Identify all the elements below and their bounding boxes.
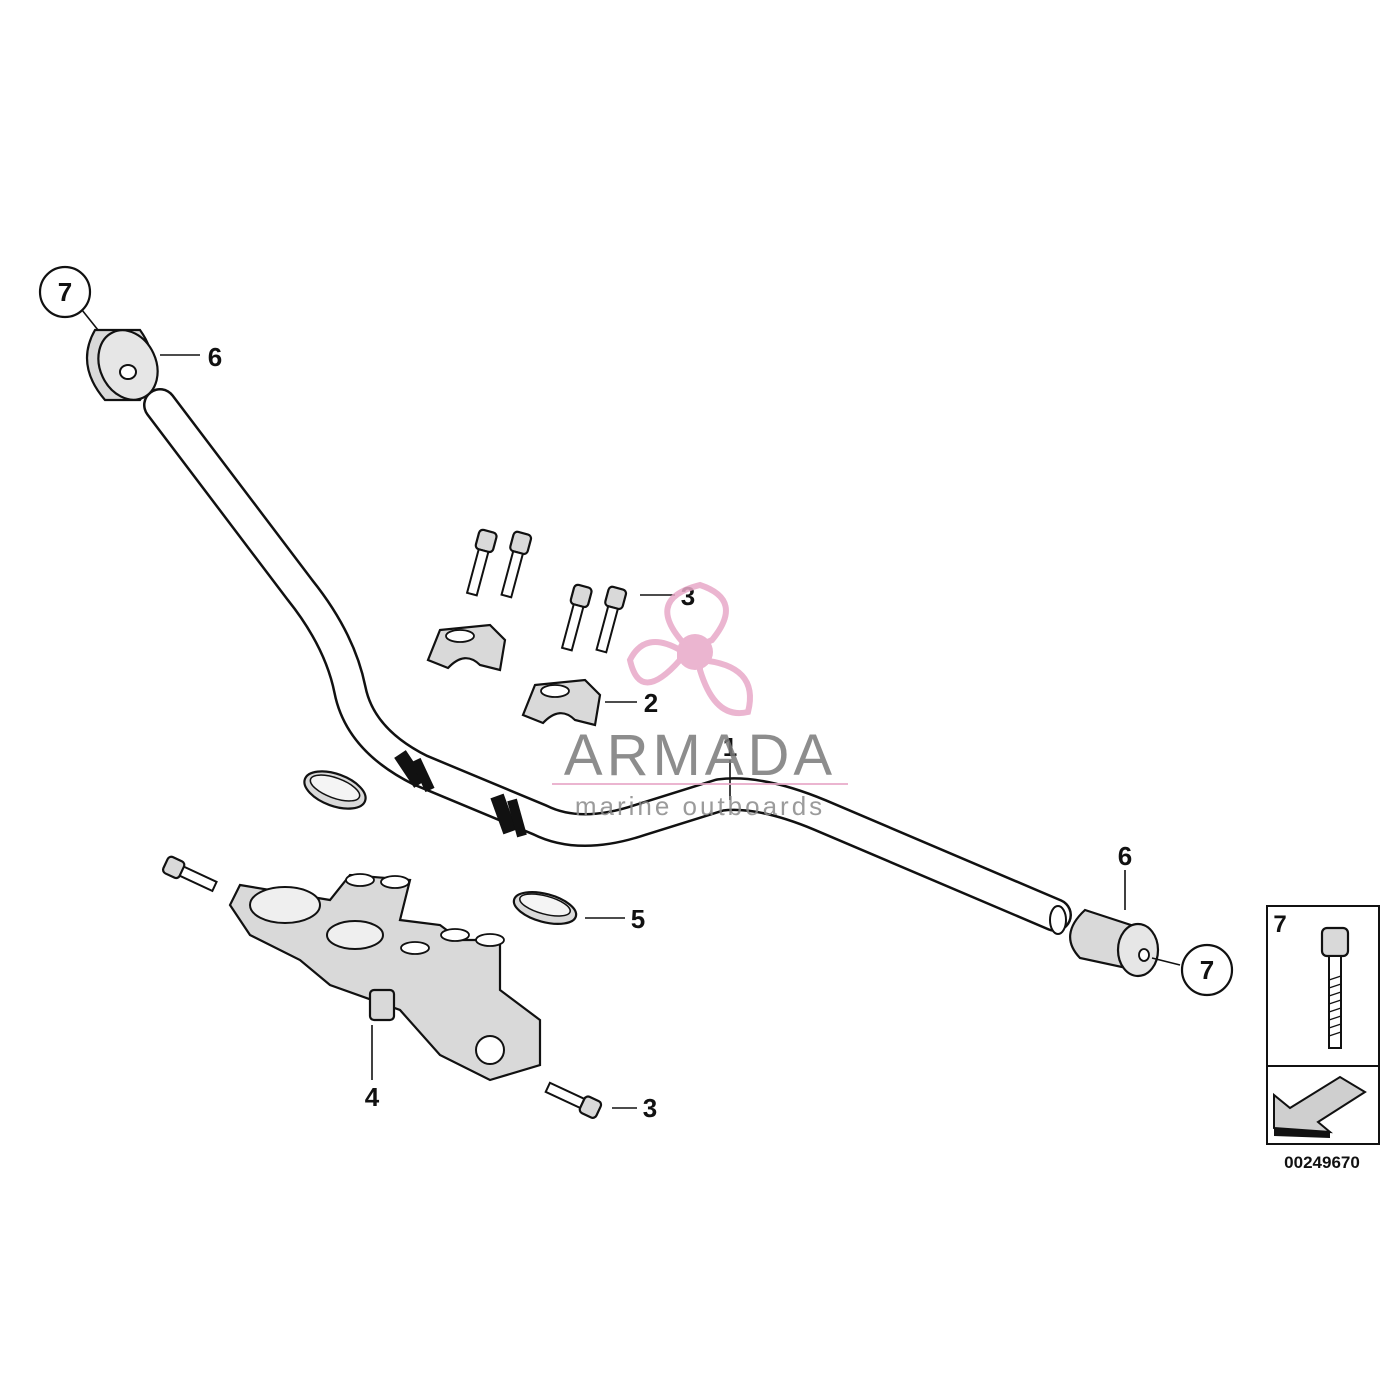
clamp-caps xyxy=(426,623,602,727)
leader-lines xyxy=(81,309,1181,1109)
lower-bolt-right xyxy=(544,1081,603,1119)
watermark: ARMADA marine outboards xyxy=(552,581,848,821)
callout-6-left: 6 xyxy=(208,342,222,372)
arrow-icon xyxy=(1273,1075,1367,1138)
propeller-logo xyxy=(626,581,753,717)
inset-bolt xyxy=(1320,926,1350,1049)
callout-4: 4 xyxy=(365,1082,380,1112)
callout-6-right: 6 xyxy=(1118,841,1132,871)
inset-box xyxy=(1266,905,1380,1145)
part-number: 00249670 xyxy=(1284,1153,1360,1172)
watermark-title: ARMADA xyxy=(564,723,836,788)
callout-3-bottom: 3 xyxy=(643,1093,657,1123)
callout-2: 2 xyxy=(644,688,658,718)
callout-1: 1 xyxy=(723,732,737,762)
handlebar xyxy=(143,388,1072,935)
watermark-subtitle: marine outboards xyxy=(575,791,825,821)
bar-end-weight-right xyxy=(1069,908,1160,978)
callout-5: 5 xyxy=(631,904,645,934)
rubber-grommets xyxy=(303,770,578,925)
callout-7-right: 7 xyxy=(1200,955,1214,985)
callout-circle-7-right xyxy=(1180,943,1234,997)
callout-7-left: 7 xyxy=(58,277,72,307)
clamp-bolts xyxy=(465,528,628,654)
inset-label: 7 xyxy=(1273,911,1286,938)
lower-bolt-left xyxy=(161,855,218,893)
bar-end-weight-left xyxy=(85,328,159,402)
handlebar-riser xyxy=(228,873,542,1082)
callout-circle-7-left xyxy=(38,265,92,319)
